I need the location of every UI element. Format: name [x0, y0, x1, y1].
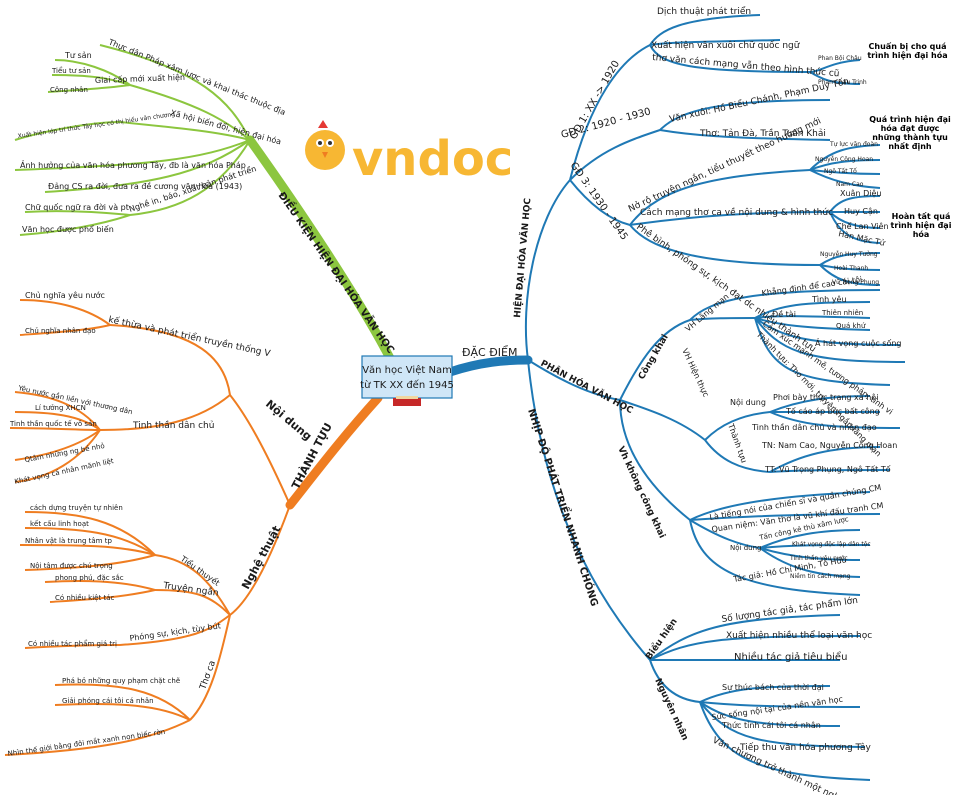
orange-ketthua: kế thừa và phát triển truyền thống V — [107, 314, 272, 359]
blue-gd3: GĐ 3: 1930 - 1945 — [568, 160, 630, 242]
blue-vtp: Vũ Trọng Phụng — [832, 279, 879, 286]
blue-ht2: Tố cáo áp bức bất công — [785, 406, 880, 416]
green-b5a: Chữ quốc ngữ ra đời và pt — [25, 202, 129, 212]
blue-nguyennhan: Nguyên nhân — [652, 677, 690, 743]
blue-quakhu: Quá khứ — [836, 322, 866, 330]
blue-hienthuc: VH Hiện thực — [679, 347, 711, 399]
orange-tc2: Giải phóng cái tôi cá nhân — [62, 697, 154, 705]
orange-tc1: Phá bỏ những quy phạm chặt chẽ — [62, 677, 180, 685]
green-b3: Ảnh hưởng của văn hóa phương Tây, đb là … — [20, 159, 246, 170]
blue-hiendaihoa: HIỆN ĐẠI HÓA VĂN HỌC — [511, 197, 533, 318]
blue-ht5: TT: Vũ Trọng Phụng, Ngô Tất Tố — [764, 464, 891, 475]
orange-noidung: Nội dung — [263, 397, 314, 443]
orange-ps1: Có nhiều tác phẩm giá trị — [28, 639, 117, 648]
blue-gd1a: Dịch thuật phát triển — [657, 6, 751, 17]
blue-ht3: Tinh thần dân chủ và nhân đạo — [751, 422, 877, 433]
blue-nn3: Thức tỉnh cái tôi cá nhân — [721, 720, 821, 730]
orange-nghethuat: Nghệ thuật — [239, 524, 283, 592]
blue-clv: Chế Lan Viên — [836, 221, 889, 231]
blue-tinhyeu: Tình yêu — [811, 294, 847, 304]
blue-ht-nd: Nội dung — [730, 397, 766, 407]
blue-ht-tt: Thành tựu — [725, 422, 749, 465]
blue-lanman: VH Lãng mạn — [684, 292, 732, 334]
blue-gd2: GĐ 2: 1920 - 1930 — [560, 106, 652, 141]
blue-gd2b: Thơ: Tản Đà, Trần Tuấn Khải — [699, 128, 826, 139]
green-tusan: Tư sản — [64, 50, 92, 60]
blue-nht: Nguyễn Huy Tưởng — [820, 251, 878, 258]
orange-tieuthuyet: Tiểu thuyết — [178, 553, 222, 588]
blue-ht: Hoài Thanh — [834, 265, 868, 272]
blue-atvt: Ả hát vọng cuộc sống — [815, 337, 902, 348]
orange-tc3: Nhìn thế giới bằng đôi mắt xanh non biếc… — [7, 727, 166, 758]
note-3: Hoàn tất quá trình hiện đại hóa — [891, 212, 952, 239]
note-1: Chuẩn bị cho quá trình hiện đại hóa — [867, 42, 947, 60]
blue-bh1: Số lượng tác giả, tác phẩm lớn — [721, 595, 859, 625]
orange-tt2: kết cấu linh hoạt — [30, 520, 89, 528]
blue-pbc: Phan Bội Châu — [818, 55, 862, 62]
blue-bh3: Nhiều tác giả tiêu biểu — [734, 650, 847, 663]
blue-ht1: Phơi bày thực trạng xã hội — [773, 392, 878, 403]
blue-tlvd: Tự lực văn đoàn — [829, 141, 878, 148]
blue-congkhai: Công khai — [636, 332, 671, 381]
green-congnhan: Công nhân — [50, 86, 88, 94]
blue-gd3b: Cách mạng thơ ca về nội dung & hình thức — [640, 207, 833, 218]
blue-branch-lines — [524, 14, 906, 781]
blue-phanhoa: PHÂN HÓA VĂN HỌC — [539, 357, 636, 416]
blue-dacdiem: ĐẶC ĐIỂM — [462, 345, 517, 359]
blue-nn2: Sức sống nội tại của nền văn học — [711, 694, 844, 723]
green-tieutusan: Tiểu tư sản — [51, 66, 91, 75]
green-b4: Đảng CS ra đời, đưa ra đề cương văn hóa … — [48, 181, 242, 191]
blue-hmt: Hàn Mặc Tử — [837, 228, 886, 249]
blue-ntt: Ngô Tất Tố — [824, 168, 857, 175]
orange-phongsu: Phóng sự, kịch, tùy bút — [129, 620, 222, 644]
trunk-green — [245, 135, 397, 367]
orange-tn2: Có nhiều kiệt tác — [55, 594, 114, 602]
orange-lituong: Lí tưởng XHCN — [35, 404, 86, 412]
green-b5b: Văn học được phổ biến — [22, 224, 114, 234]
blue-ht4: TN: Nam Cao, Nguyễn Công Hoan — [761, 440, 897, 450]
green-branch-lines — [14, 44, 251, 236]
blue-detai: Đề tài — [772, 309, 796, 319]
blue-hc: Huy Cận — [844, 207, 878, 217]
vndoc-logo: vndoc — [305, 120, 513, 187]
logo-text: vndoc — [352, 131, 513, 187]
blue-kck4: Khát vọng độc lập dân tộc — [792, 541, 871, 548]
center-node — [361, 355, 453, 399]
trunk-blue — [445, 355, 533, 377]
blue-pct: Phan Châu Trinh — [818, 79, 867, 86]
center-line-2: từ TK XX đến 1945 — [360, 379, 454, 391]
blue-kck-nd: Nội dung — [730, 544, 761, 552]
orange-cnyn: Chủ nghĩa yêu nước — [25, 290, 105, 300]
blue-kck5: Tinh thần yêu nước — [789, 554, 848, 562]
blue-gd1b: Xuất hiện văn xuôi chữ quốc ngữ — [651, 40, 801, 51]
blue-xd: Xuân Diệu — [840, 188, 881, 198]
blue-nc: Nam Cao — [836, 181, 864, 188]
orange-cnnd: Chủ nghĩa nhân đạo — [25, 327, 96, 335]
green-b2: Xã hội biến đổi, hiện đại hóa — [169, 107, 282, 147]
green-main-label: ĐIỀU KIỆN HIỆN ĐẠI HÓA VĂN HỌC — [276, 189, 399, 356]
green-b2a: Giai cấp mới xuất hiện — [95, 72, 185, 85]
blue-kck6: Niềm tin cách mạng — [790, 572, 851, 580]
orange-tn1: phong phú, đặc sắc — [55, 573, 124, 582]
trunk-orange — [285, 393, 383, 510]
blue-nn4: Tiếp thu văn hóa phương Tây — [739, 742, 871, 753]
blue-nn1: Sự thúc bách của thời đại — [722, 682, 824, 693]
blue-bh2: Xuất hiện nhiều thể loại văn học — [726, 630, 872, 641]
blue-gd1c: thơ văn cách mạng vẫn theo hình thức cũ — [652, 52, 840, 79]
blue-nhipdo: NHỊP ĐỘ PHÁT TRIỂN NHANH CHÓNG — [525, 406, 603, 608]
orange-tt3: Nhân vật là trung tâm tp — [25, 537, 112, 545]
orange-branch-lines — [4, 299, 291, 756]
orange-tt1: cách dựng truyện tự nhiên — [30, 504, 123, 512]
orange-quocte: Tinh thần quốc tế vô sản — [9, 420, 97, 428]
blue-ncg: Nguyễn Công Hoan — [815, 156, 873, 163]
note-2: Quá trình hiện đại hóa đạt được những th… — [869, 115, 951, 151]
orange-tt4: Nội tâm được chú trọng — [30, 562, 113, 570]
center-line-1: Văn học Việt Nam — [362, 364, 452, 376]
book-icon — [393, 396, 421, 406]
blue-thiennhien: Thiên nhiên — [821, 309, 863, 317]
orange-tinhthan: Tinh thần dân chủ — [132, 420, 214, 431]
